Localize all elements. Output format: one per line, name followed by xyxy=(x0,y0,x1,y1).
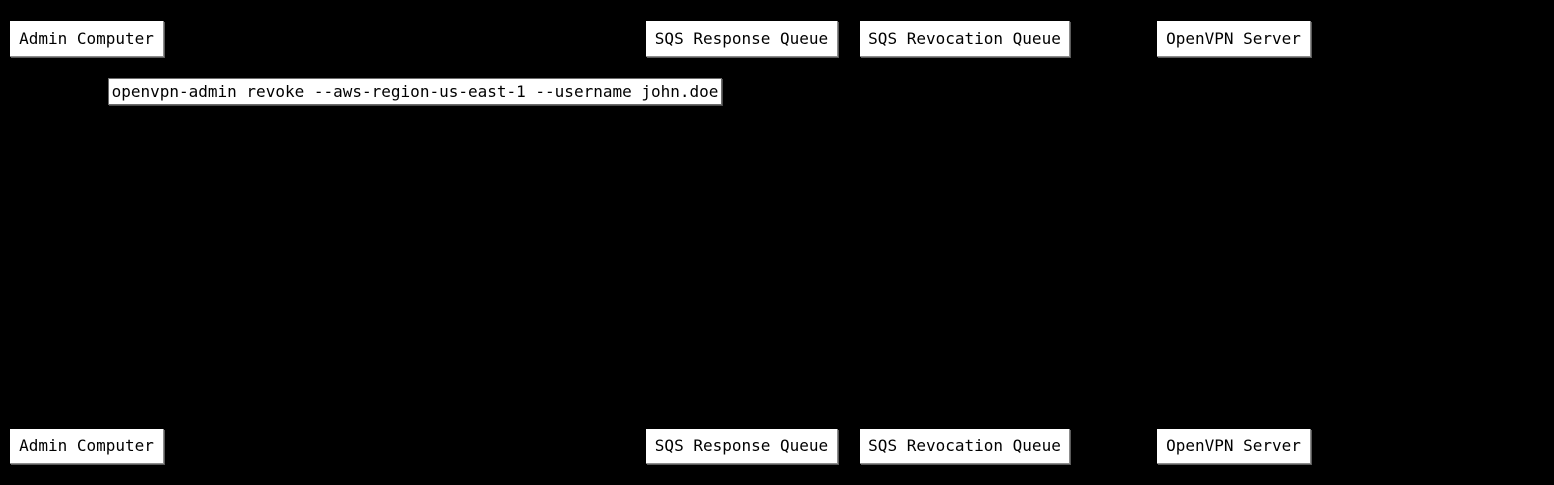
participant-box-openvpn-server-bottom: OpenVPN Server xyxy=(1157,429,1311,464)
participant-box-admin-computer-bottom: Admin Computer xyxy=(10,429,164,464)
participant-box-admin-computer-top: Admin Computer xyxy=(10,21,164,57)
participant-box-sqs-revocation-queue-bottom: SQS Revocation Queue xyxy=(860,429,1070,464)
message-label-revoke-command: openvpn-admin revoke --aws-region-us-eas… xyxy=(108,78,722,105)
participant-box-openvpn-server-top: OpenVPN Server xyxy=(1157,21,1311,57)
participant-box-sqs-response-queue-top: SQS Response Queue xyxy=(646,21,838,57)
participant-box-sqs-response-queue-bottom: SQS Response Queue xyxy=(646,429,838,464)
participant-box-sqs-revocation-queue-top: SQS Revocation Queue xyxy=(860,21,1070,57)
